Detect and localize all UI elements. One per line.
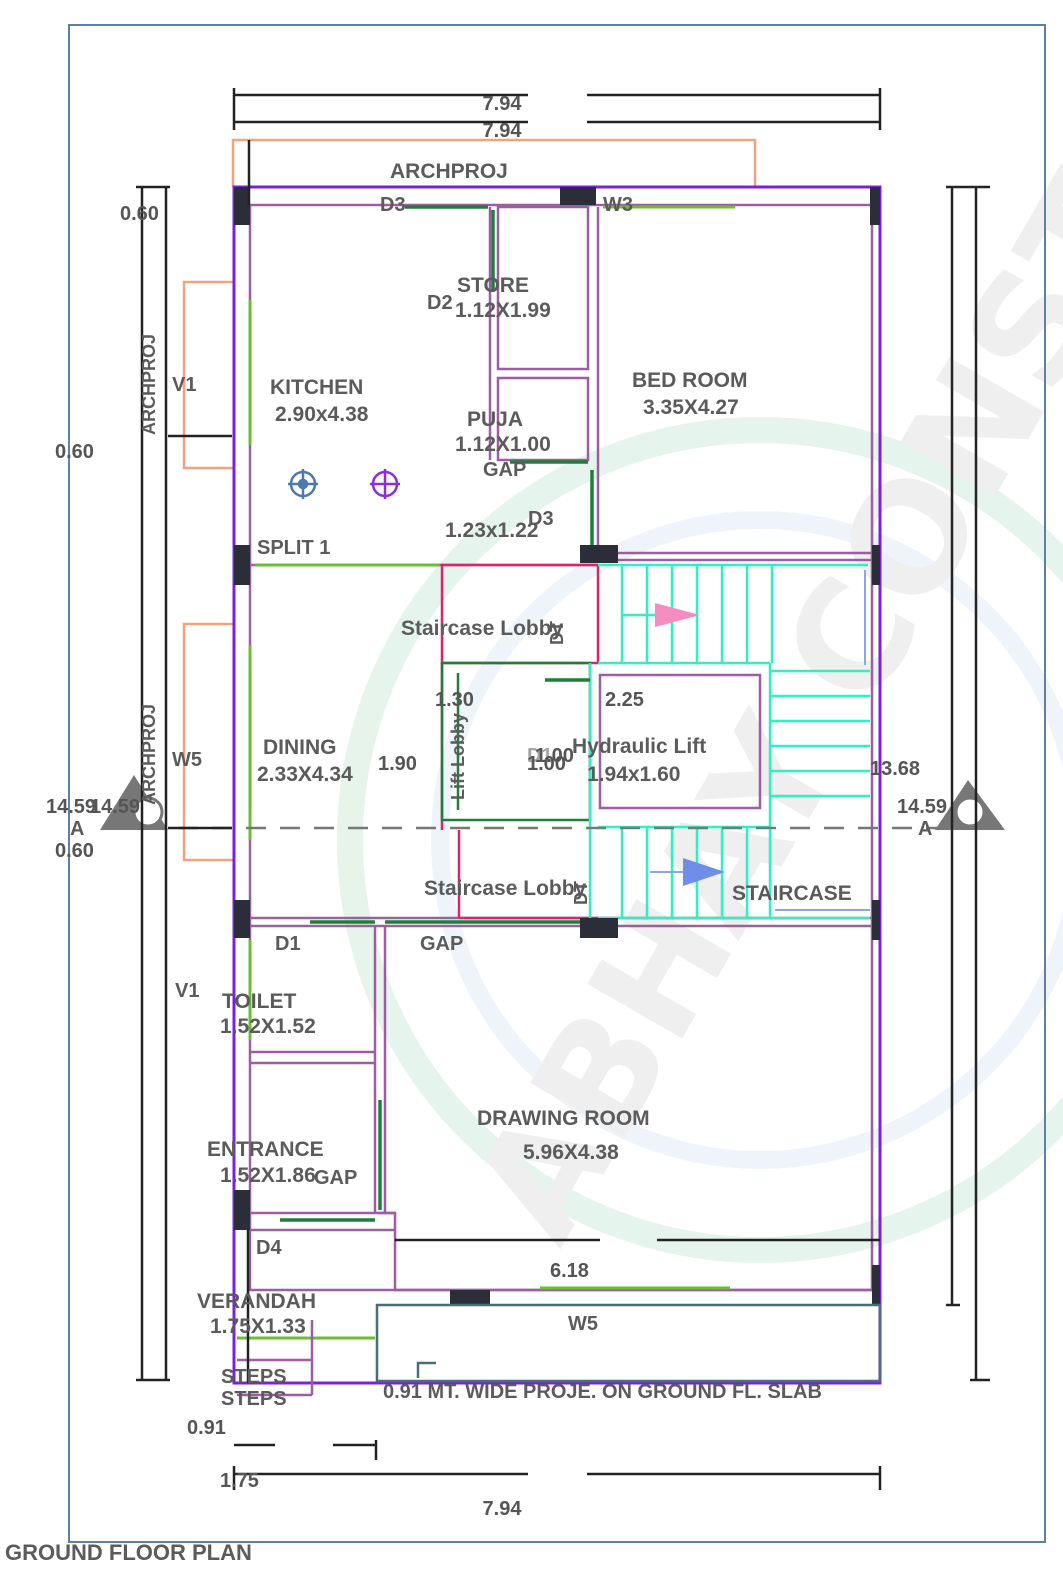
verandah-name: VERANDAH (197, 1290, 316, 1313)
label-staircase-lobby-1: Staircase Lobby (401, 617, 564, 640)
bedroom-name: BED ROOM (632, 369, 748, 392)
dim-steps-depth: 0.91 (187, 1417, 226, 1439)
dimension-lines (136, 88, 990, 1490)
store-name: STORE (457, 274, 529, 297)
label-dt-1: DT (547, 621, 567, 645)
stair-down-arrow-icon (683, 858, 725, 886)
drawing-size: 5.96X4.38 (523, 1141, 619, 1164)
label-section-left: A (70, 818, 84, 840)
dim-top-width-2: 7.94 (483, 120, 523, 142)
dim-lobby-depth: 1.90 (378, 753, 417, 775)
label-w1-bottom: V1 (175, 980, 199, 1002)
label-steps-2: STEPS (221, 1388, 287, 1410)
bedroom-size: 3.35X4.27 (643, 396, 739, 419)
kitchen-name: KITCHEN (270, 376, 363, 399)
label-split: SPLIT 1 (257, 537, 330, 559)
outer-wall (232, 185, 882, 1385)
entrance-name: ENTRANCE (207, 1138, 324, 1161)
dim-left-offset-top: 0.60 (120, 203, 159, 225)
sheet-border (68, 24, 1046, 1543)
puja-size: 1.12X1.00 (455, 433, 551, 456)
label-w1-top: V1 (172, 374, 196, 396)
label-section-right: A (918, 818, 932, 840)
dining-size: 2.33X4.34 (257, 763, 353, 786)
gap-room-size: 1.23x1.22 (445, 519, 538, 542)
dim-lift-lobby-h: 1.00 (527, 753, 566, 775)
dim-left-mid: 0.60 (55, 441, 94, 463)
lift-size: 1.94x1.60 (587, 763, 680, 786)
dim-top-width: 7.94 (483, 93, 523, 115)
dim-steps-width: 1.75 (220, 1470, 259, 1492)
label-archproj-left-2: ARCHPROJ (139, 704, 159, 805)
label-gap-1: GAP (483, 459, 526, 481)
dim-left-total-2: 14.59 (90, 796, 140, 818)
label-d4: D4 (256, 1237, 282, 1259)
dim-left-total: 14.59 (46, 796, 96, 818)
windows (237, 205, 735, 1340)
verandah-size: 1.75X1.33 (210, 1315, 306, 1338)
label-w5-bottom: W5 (568, 1313, 598, 1335)
kitchen-size: 2.90x4.38 (275, 403, 369, 426)
stair-up-arrow-icon (655, 603, 700, 627)
toilet-name: TOILET (222, 990, 296, 1013)
label-staircase: STAIRCASE (732, 882, 852, 905)
label-d1: D1 (275, 933, 301, 955)
label-archproj-top: ARCHPROJ (390, 160, 508, 183)
lift-lobby-name: Lift Lobby (448, 713, 468, 800)
section-marker-right-circle (954, 796, 986, 828)
label-d2: D2 (427, 292, 453, 314)
archproj-outlines (182, 138, 757, 862)
slab-projection (375, 1303, 882, 1383)
store-size: 1.12X1.99 (455, 299, 551, 322)
label-d3-mid: D3 (528, 508, 554, 530)
label-w5-left: W5 (172, 749, 202, 771)
steps (237, 1320, 314, 1397)
label-w3: W3 (603, 194, 633, 216)
dim-right-inner: 13.68 (870, 758, 920, 780)
label-gap-3: GAP (314, 1167, 357, 1189)
stove-icon (288, 469, 318, 499)
label-d-lift: D1 (527, 745, 553, 767)
label-slab-note: 0.91 MT. WIDE PROJE. ON GROUND FL. SLAB (383, 1381, 822, 1403)
dim-front-proj: 6.18 (550, 1260, 589, 1282)
dim-bottom-width: 7.94 (483, 1498, 523, 1520)
puja-name: PUJA (467, 408, 523, 431)
doors (280, 205, 594, 1222)
label-d3-top: D3 (380, 194, 406, 216)
dim-lift-lobby-w: 1.30 (435, 689, 474, 711)
columns (234, 187, 880, 1306)
drawing-name: DRAWING ROOM (477, 1107, 650, 1130)
dim-left-bottom: 0.60 (55, 840, 94, 862)
label-gap-2: GAP (420, 933, 463, 955)
label-archproj-left-1: ARCHPROJ (139, 334, 159, 435)
dim-lift-depth: 2.25 (605, 689, 644, 711)
entrance-size: 1.52X1.86 (220, 1164, 316, 1187)
lift-name: Hydraulic Lift (572, 735, 706, 758)
toilet-size: 1.52X1.52 (220, 1015, 316, 1038)
label-steps-1: STEPS (221, 1366, 287, 1388)
dim-right-total: 14.59 (897, 796, 947, 818)
label-staircase-lobby-2: Staircase Lobby (424, 877, 587, 900)
drawing-title: GROUND FLOOR PLAN (5, 1540, 252, 1565)
dining-name: DINING (263, 736, 337, 759)
label-dt-2: DT (571, 881, 591, 905)
dim-lift-mid: 1.00 (535, 745, 574, 767)
sink-icon (370, 469, 400, 499)
